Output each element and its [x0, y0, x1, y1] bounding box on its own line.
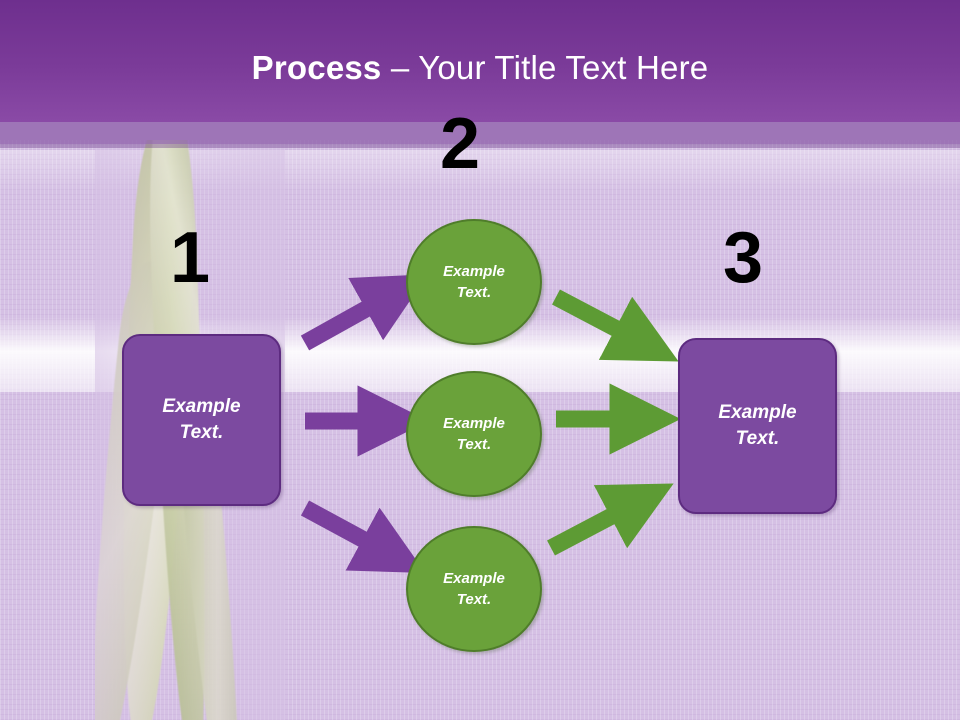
process-node-middle-2-label: Example Text. [443, 415, 505, 453]
step-number-3: 3 [723, 218, 764, 298]
slide-title-strong: Process [251, 49, 382, 86]
slide-title-dash: – [381, 49, 419, 86]
slide-header-accent-bar [0, 122, 960, 144]
slide-header-divider [0, 144, 960, 148]
process-node-middle-3-label: Example Text. [443, 570, 505, 608]
slide-header-bar [0, 0, 960, 122]
process-node-end-label: Example Text. [718, 402, 797, 449]
process-node-start-label: Example Text. [162, 396, 241, 443]
process-node-middle-2[interactable]: Example Text. [406, 371, 542, 497]
process-node-middle-3[interactable]: Example Text. [406, 526, 542, 652]
process-node-start[interactable]: Example Text. [122, 334, 281, 506]
slide-title: Process – Your Title Text Here [0, 48, 960, 88]
step-number-2: 2 [440, 104, 481, 184]
step-number-1: 1 [170, 218, 211, 298]
process-node-end[interactable]: Example Text. [678, 338, 837, 514]
process-node-middle-1-label: Example Text. [443, 263, 505, 301]
slide-title-light: Your Title Text Here [418, 49, 709, 86]
process-node-middle-1[interactable]: Example Text. [406, 219, 542, 345]
